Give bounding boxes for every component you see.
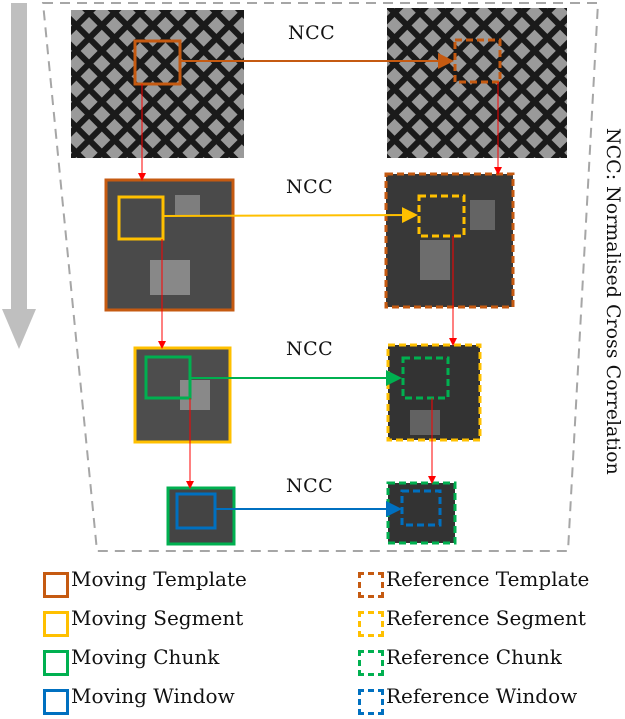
legend-reference-window: Reference Window bbox=[358, 685, 577, 715]
solid-box-icon bbox=[43, 611, 69, 637]
dashed-box-icon bbox=[358, 572, 384, 598]
dashed-box-icon bbox=[358, 650, 384, 676]
legend-moving-segment: Moving Segment bbox=[43, 607, 243, 637]
ncc-label-level-1: NCC bbox=[288, 22, 336, 44]
dashed-box-icon bbox=[358, 611, 384, 637]
legend-moving-chunk: Moving Chunk bbox=[43, 646, 219, 676]
side-caption: NCC: Normalised Cross Correlation bbox=[602, 128, 624, 475]
dashed-frame bbox=[41, 2, 600, 552]
legend-moving-template: Moving Template bbox=[43, 568, 247, 598]
ncc-label-level-3: NCC bbox=[286, 338, 334, 360]
ncc-label-level-4: NCC bbox=[286, 475, 334, 497]
solid-box-icon bbox=[43, 650, 69, 676]
dashed-box-icon bbox=[358, 689, 384, 715]
ncc-label-level-2: NCC bbox=[286, 176, 334, 198]
progress-arrow bbox=[2, 3, 36, 349]
legend-reference-template: Reference Template bbox=[358, 568, 589, 598]
solid-box-icon bbox=[43, 572, 69, 598]
legend-reference-segment: Reference Segment bbox=[358, 607, 586, 637]
solid-box-icon bbox=[43, 689, 69, 715]
legend-reference-chunk: Reference Chunk bbox=[358, 646, 562, 676]
legend-moving-window: Moving Window bbox=[43, 685, 235, 715]
